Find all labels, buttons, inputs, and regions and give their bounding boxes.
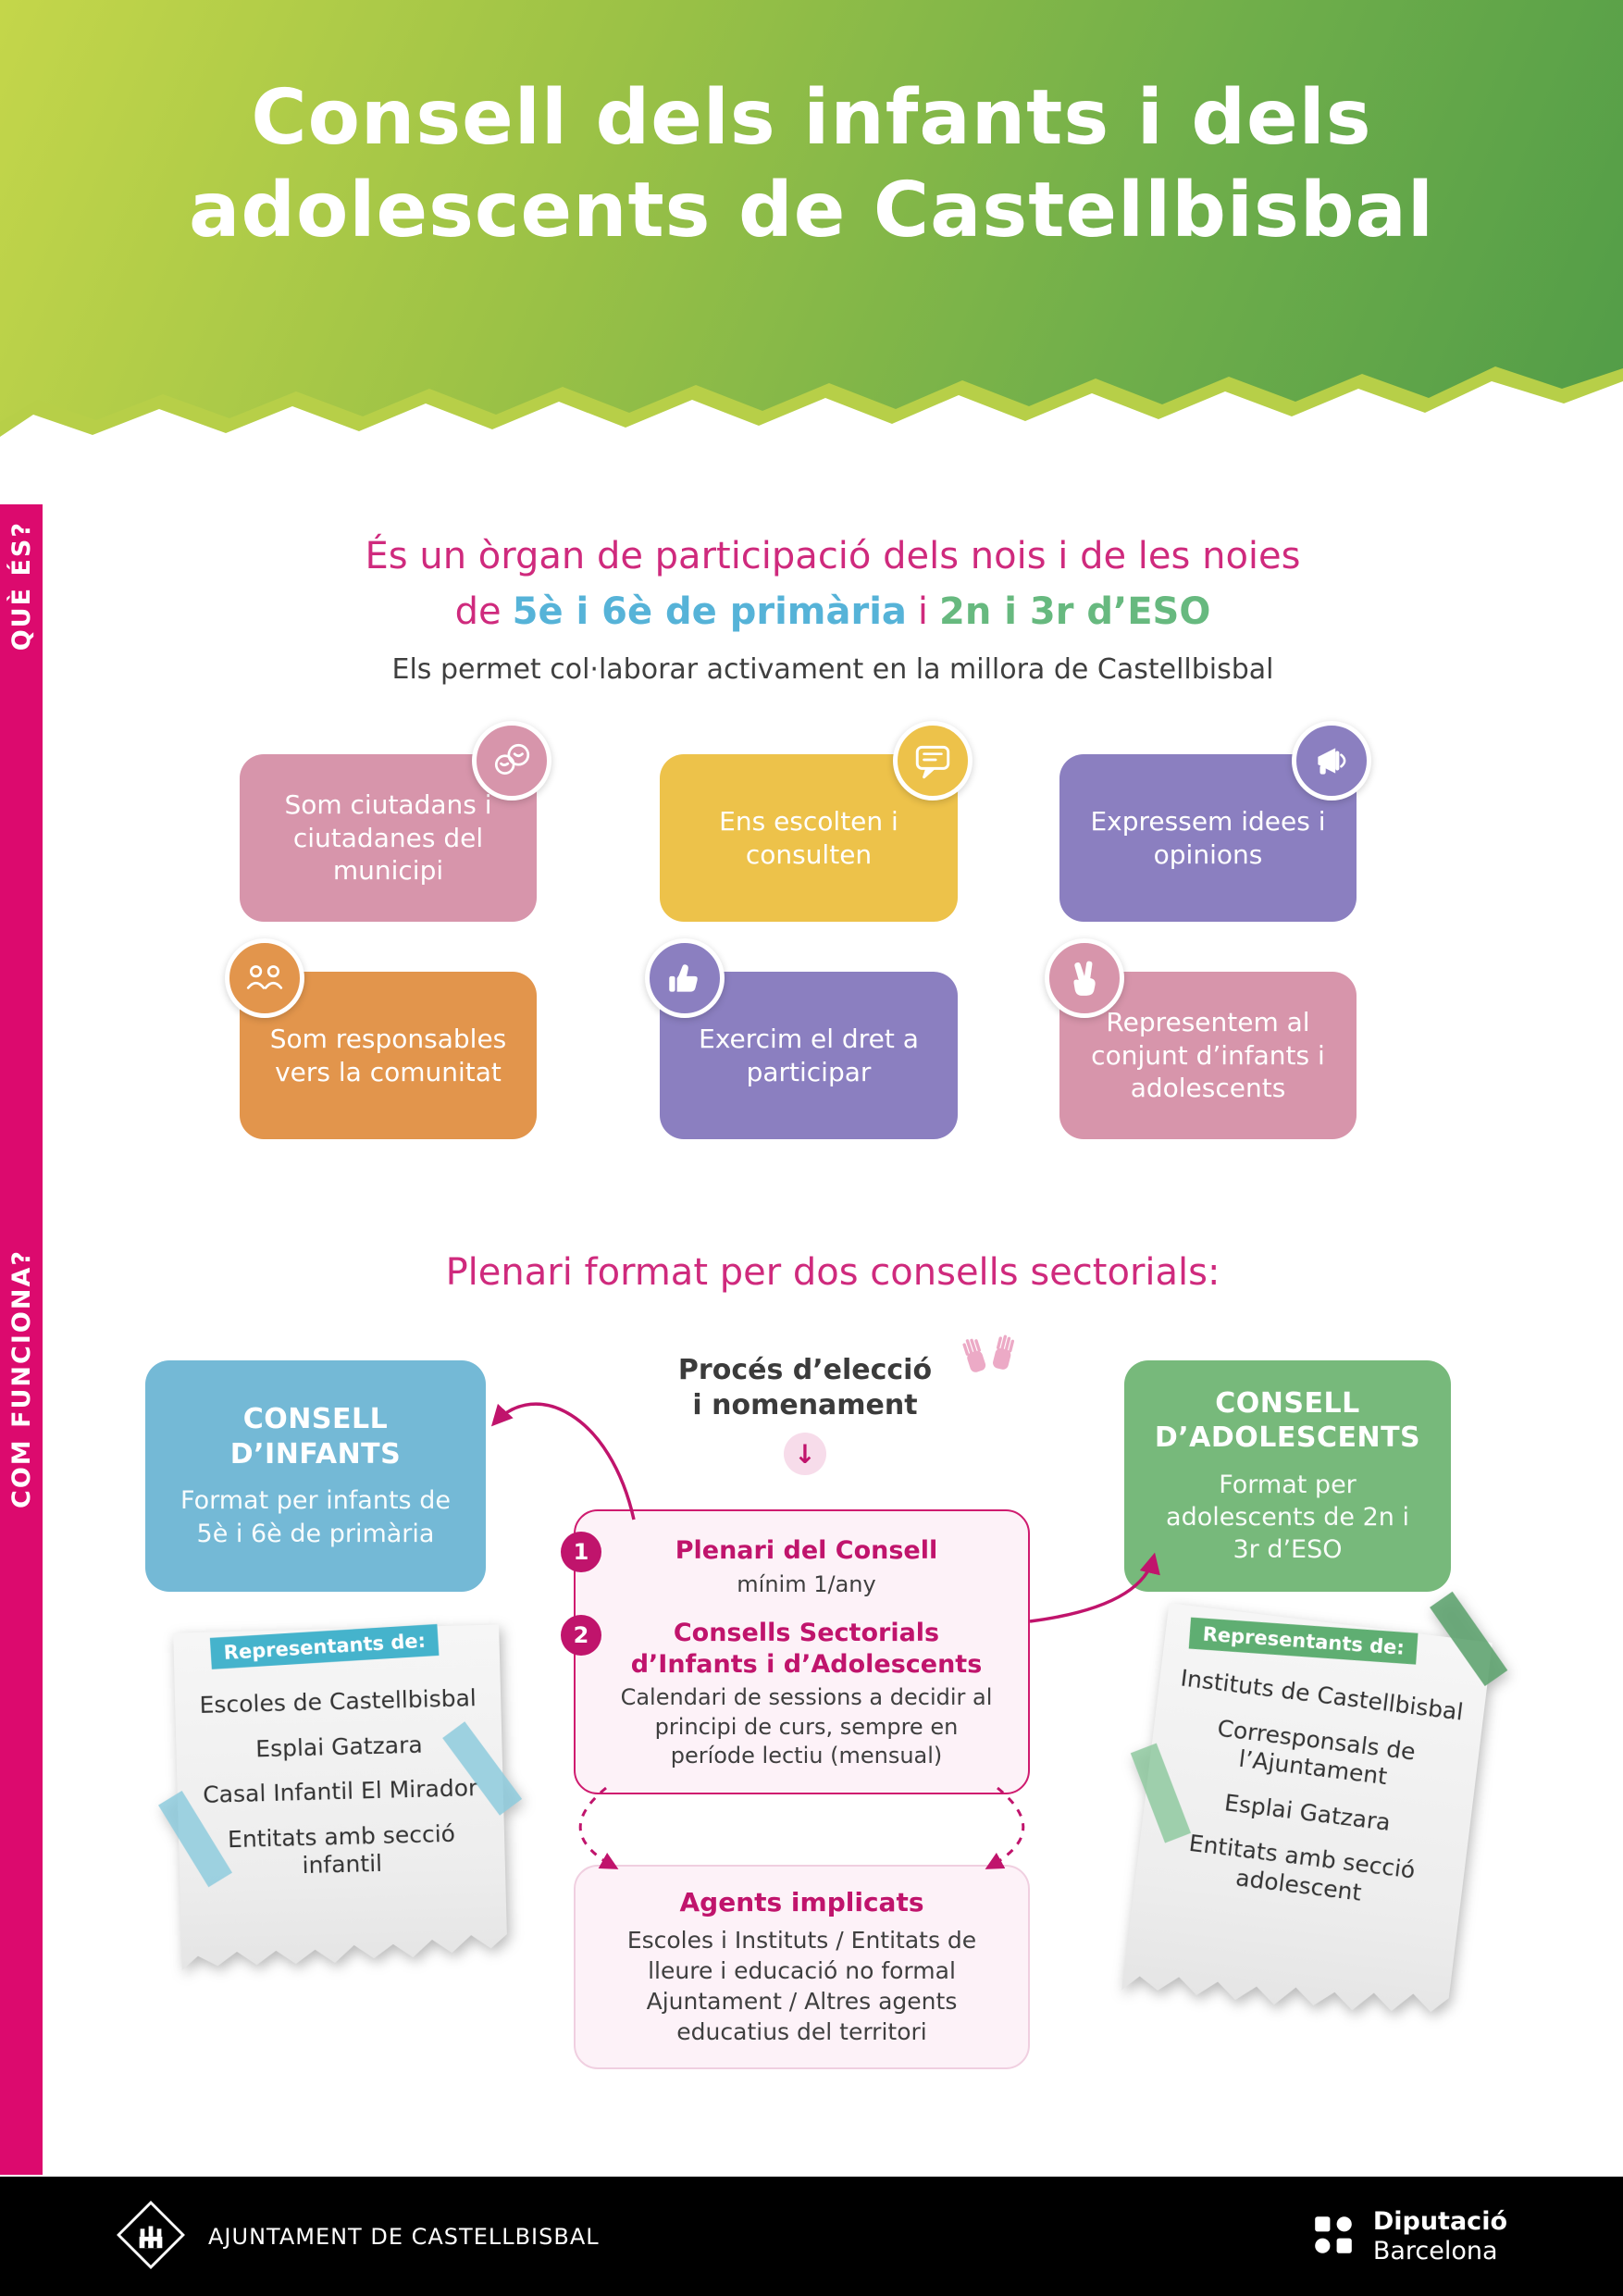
victory-hand-icon <box>1045 938 1124 1018</box>
card-text: Ens escolten i consulten <box>719 805 898 870</box>
intro-heading-line1: És un òrgan de participació dels nois i … <box>365 535 1301 577</box>
note-items: Instituts de Castellbisbal Corresponsals… <box>1145 1663 1475 1934</box>
ajuntament-label: AJUNTAMENT DE CASTELLBISBAL <box>208 2223 600 2250</box>
diputacio-icon <box>1308 2210 1358 2264</box>
step-desc: mínim 1/any <box>737 1570 876 1597</box>
paper-sheet: Escoles de Castellbisbal Esplai Gatzara … <box>173 1624 508 1977</box>
step-number-1: 1 <box>561 1532 601 1572</box>
sidebar-strip: QUÈ ÉS? COM FUNCIONA? <box>0 504 43 2175</box>
intro-line2-eso: 2n i 3r d’ESO <box>939 590 1211 633</box>
agents-implicats-box: Agents implicats Escoles i Instituts / E… <box>574 1865 1030 2069</box>
down-arrow-icon: ↓ <box>784 1433 826 1475</box>
footer: AJUNTAMENT DE CASTELLBISBAL Diputació Ba… <box>0 2177 1623 2296</box>
plenari-heading: Plenari format per dos consells sectoria… <box>445 1251 1220 1294</box>
card-som-ciutadans: Som ciutadans i ciutadanes del municipi <box>240 721 551 922</box>
proces-eleccio-label: Procés d’elecció i nomenament <box>674 1353 936 1422</box>
ajuntament-logo-group: AJUNTAMENT DE CASTELLBISBAL <box>116 2200 600 2274</box>
sidebar-label-com-funciona-text: COM FUNCIONA? <box>6 1249 36 1508</box>
header: Consell dels infants i dels adolescents … <box>0 0 1623 463</box>
speech-bubble-icon <box>893 721 973 800</box>
note-representants-infants: Escoles de Castellbisbal Esplai Gatzara … <box>158 1623 523 1977</box>
diputacio-line2: Barcelona <box>1372 2236 1498 2265</box>
megaphone-icon <box>1292 721 1371 800</box>
sidebar-label-que-es: QUÈ ÉS? <box>0 521 43 651</box>
castle-crest-icon <box>116 2200 186 2274</box>
page-title-line2: adolescents de Castellbisbal <box>188 167 1434 255</box>
sidebar-label-que-es-text: QUÈ ÉS? <box>6 521 36 652</box>
card-text: Exercim el dret a participar <box>699 1023 919 1087</box>
intro-line2-primaria: 5è i 6è de primària <box>512 590 907 633</box>
page-title-line1: Consell dels infants i dels <box>251 74 1372 162</box>
step-plenari: Plenari del Consell mínim 1/any <box>616 1535 997 1599</box>
raised-hands-icon <box>949 1325 1033 1403</box>
card-som-responsables: Som responsables vers la comunitat <box>225 938 537 1139</box>
card-text: Representem al conjunt d’infants i adole… <box>1091 1006 1325 1104</box>
step-desc: Calendari de sessions a decidir al princ… <box>620 1684 993 1769</box>
proces-line1: Procés d’elecció <box>677 1354 933 1386</box>
consell-infants-title: CONSELL D’INFANTS <box>229 1403 402 1471</box>
card-expressem-idees: Expressem idees i opinions <box>1059 721 1371 922</box>
sidebar-label-com-funciona: COM FUNCIONA? <box>0 1249 43 1508</box>
card-text: Expressem idees i opinions <box>1090 805 1326 870</box>
card-text: Som ciutadans i ciutadanes del municipi <box>284 788 492 887</box>
agents-desc: Escoles i Instituts / Entitats de lleure… <box>626 1927 977 2045</box>
note-items: Escoles de Castellbisbal Esplai Gatzara … <box>186 1684 495 1900</box>
consell-adolescents-subtitle: Format per adolescents de 2n i 3r d’ESO <box>1166 1470 1409 1565</box>
consell-infants-subtitle: Format per infants de 5è i 6è de primàri… <box>180 1486 451 1548</box>
process-box: 1 2 Plenari del Consell mínim 1/any Cons… <box>561 1509 1030 1794</box>
note-item: Entitats amb secció infantil <box>227 1819 456 1880</box>
proces-line2: i nomenament <box>692 1388 918 1421</box>
card-representem: Representem al conjunt d’infants i adole… <box>1045 938 1357 1139</box>
thumbs-up-icon <box>645 938 725 1018</box>
page-title: Consell dels infants i dels adolescents … <box>0 72 1623 257</box>
consell-adolescents-box: CONSELL D’ADOLESCENTS Format per adolesc… <box>1124 1360 1451 1592</box>
step-number-2: 2 <box>561 1615 601 1656</box>
step-consells-sectorials: Consells Sectorials d’Infants i d’Adoles… <box>616 1618 997 1770</box>
note-item: Escoles de Castellbisbal <box>199 1684 477 1719</box>
faces-icon <box>472 721 551 800</box>
step-title: Consells Sectorials d’Infants i d’Adoles… <box>630 1618 983 1679</box>
intro-line2-mid: i <box>917 590 929 633</box>
agents-title: Agents implicats <box>679 1887 924 1917</box>
card-ens-escolten: Ens escolten i consulten <box>660 721 973 922</box>
intro-subheading: Els permet col·laborar activament en la … <box>391 653 1274 686</box>
diputacio-logo-group: Diputació Barcelona <box>1308 2207 1507 2265</box>
people-group-icon <box>225 938 304 1018</box>
card-text: Som responsables vers la comunitat <box>269 1023 507 1087</box>
step-title: Plenari del Consell <box>675 1536 938 1565</box>
intro-line2-pre: de <box>454 590 502 633</box>
note-representants-adolescents: Instituts de Castellbisbal Corresponsals… <box>1121 1591 1508 2038</box>
diputacio-label: Diputació Barcelona <box>1373 2207 1507 2265</box>
consell-infants-box: CONSELL D’INFANTS Format per infants de … <box>145 1360 486 1592</box>
note-item: Casal Infantil El Mirador <box>202 1774 478 1808</box>
card-exercim-dret: Exercim el dret a participar <box>645 938 958 1139</box>
diputacio-line1: Diputació <box>1372 2207 1507 2237</box>
header-green-banner <box>0 0 1623 422</box>
consell-adolescents-title: CONSELL D’ADOLESCENTS <box>1154 1386 1421 1455</box>
